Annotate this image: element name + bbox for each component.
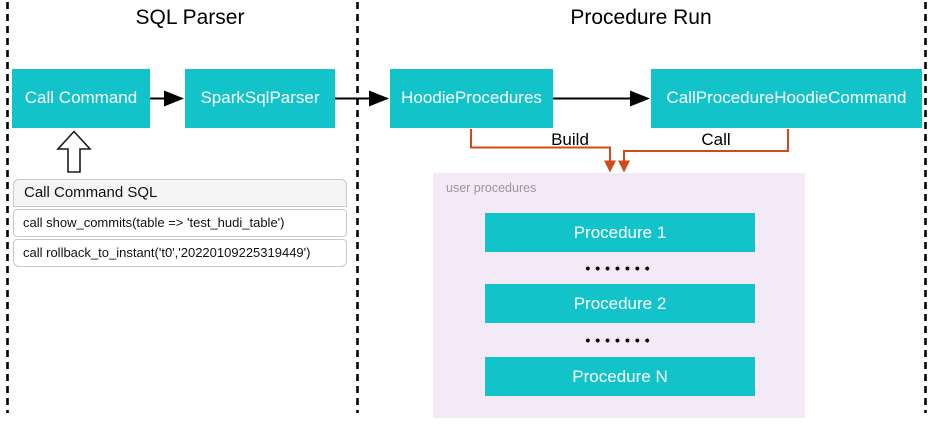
- call-arrowhead-icon: [618, 160, 630, 173]
- call-edge-label: Call: [701, 130, 731, 149]
- node-call-procedure-hoodie-command: CallProcedureHoodieCommand: [651, 69, 922, 128]
- node-spark-sql-parser: SparkSqlParser: [185, 69, 335, 128]
- build-edge-label: Build: [551, 130, 589, 149]
- user-procedures-container: user procedures Procedure 1 ••••••• Proc…: [433, 173, 805, 418]
- build-arrowhead-icon: [604, 160, 616, 173]
- sql-example-row: call rollback_to_instant('t0','202201092…: [13, 239, 347, 267]
- procedure-2-box: Procedure 2: [485, 284, 755, 323]
- procedure-1-box: Procedure 1: [485, 213, 755, 252]
- ellipsis-dots: •••••••: [585, 260, 655, 276]
- ellipsis-dots: •••••••: [585, 332, 655, 348]
- user-procedures-label: user procedures: [446, 181, 537, 195]
- hollow-up-arrow-icon: [56, 130, 92, 173]
- call-command-sql-panel: Call Command SQL call show_commits(table…: [13, 179, 347, 267]
- section-title-procedure-run: Procedure Run: [570, 6, 712, 29]
- node-call-command: Call Command: [12, 69, 150, 128]
- procedure-n-box: Procedure N: [485, 357, 755, 396]
- section-title-sql-parser: SQL Parser: [135, 6, 245, 29]
- sql-panel-header: Call Command SQL: [13, 179, 347, 207]
- node-hoodie-procedures: HoodieProcedures: [390, 69, 553, 128]
- sql-example-row: call show_commits(table => 'test_hudi_ta…: [13, 209, 347, 237]
